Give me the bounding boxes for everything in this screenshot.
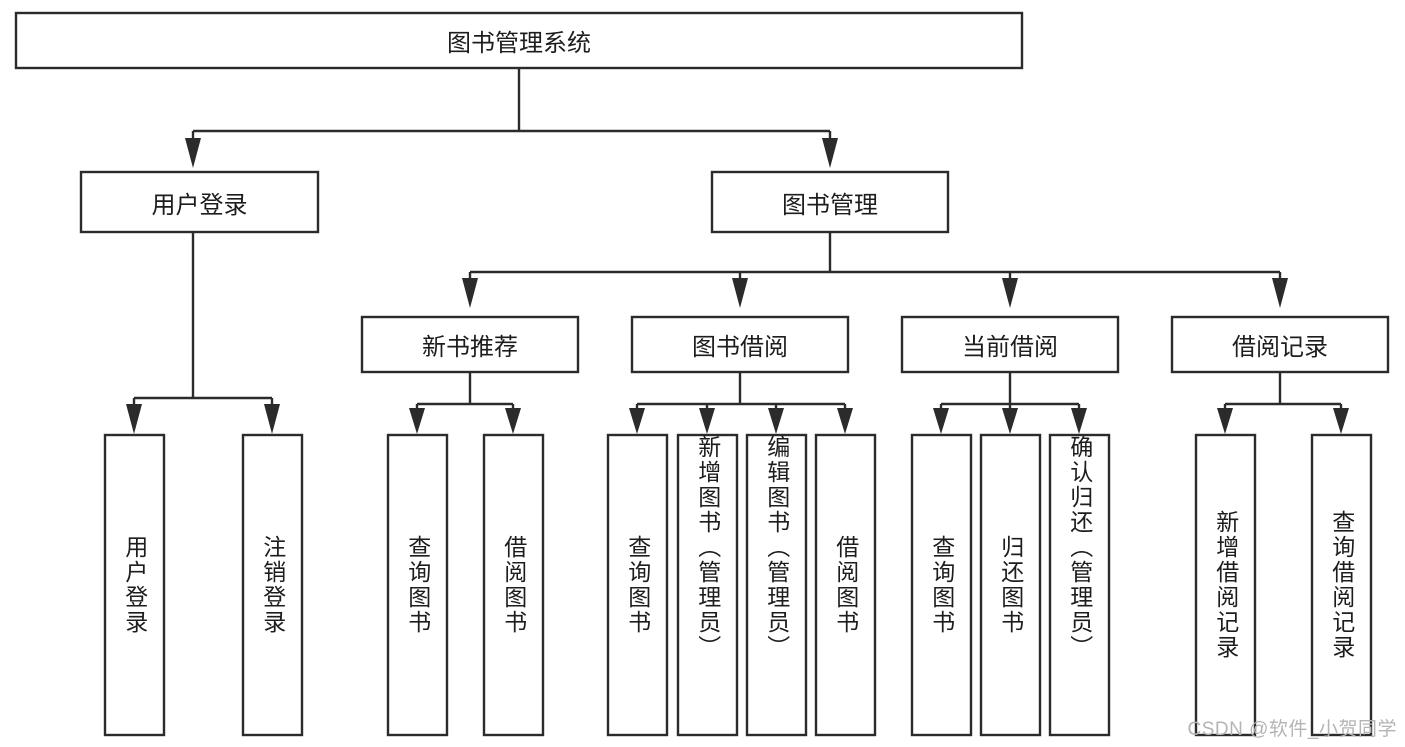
arrow-to-current-borrow — [1002, 278, 1018, 308]
arrow-to-new-book-recommend — [462, 278, 478, 308]
connector-group-borrow-record — [1217, 372, 1349, 434]
node-box-leaf-borrow-book-b[interactable] — [814, 433, 877, 737]
arrow-to-leaf-add-record — [1217, 408, 1233, 434]
node-box-leaf-query-book-b[interactable] — [606, 433, 669, 737]
node-box-leaf-query-book-c[interactable] — [910, 433, 973, 737]
connector-group-book-mgmt — [462, 232, 1288, 308]
arrow-root-to-user-login — [185, 138, 201, 168]
arrow-to-borrow-record — [1272, 278, 1288, 308]
arrow-to-leaf-add-book — [699, 408, 715, 434]
node-box-leaf-add-book[interactable] — [676, 433, 739, 737]
connector-group-user-login — [126, 232, 280, 434]
arrow-to-leaf-confirm-return — [1071, 408, 1087, 434]
arrow-to-leaf-logout — [264, 404, 280, 434]
node-box-new-book-recommend[interactable] — [360, 315, 580, 374]
watermark-text: CSDN @软件_小贺同学 — [1187, 719, 1397, 740]
node-box-leaf-return-book[interactable] — [979, 433, 1042, 737]
node-box-borrow-record[interactable] — [1170, 315, 1390, 374]
connector-group-root — [185, 68, 838, 168]
arrow-root-to-book-mgmt — [822, 138, 838, 168]
arrow-to-leaf-borrow-book-a — [505, 408, 521, 434]
node-box-leaf-confirm-return[interactable] — [1048, 433, 1111, 737]
node-box-leaf-edit-book[interactable] — [745, 433, 808, 737]
node-box-root[interactable] — [14, 11, 1024, 70]
arrow-to-leaf-query-book-b — [629, 408, 645, 434]
arrow-to-leaf-edit-book — [768, 408, 784, 434]
connector-group-new-book-recommend — [409, 372, 521, 434]
node-box-leaf-query-record[interactable] — [1310, 433, 1373, 737]
node-box-leaf-logout[interactable] — [241, 433, 304, 737]
node-box-leaf-user-login[interactable] — [103, 433, 166, 737]
arrow-to-leaf-return-book — [1002, 408, 1018, 434]
node-box-current-borrow[interactable] — [900, 315, 1120, 374]
arrow-to-leaf-query-book-a — [409, 408, 425, 434]
node-box-book-management[interactable] — [710, 170, 950, 234]
arrow-to-book-borrow — [732, 278, 748, 308]
node-box-leaf-add-record[interactable] — [1194, 433, 1257, 737]
arrow-to-leaf-query-book-c — [933, 408, 949, 434]
node-box-leaf-borrow-book-a[interactable] — [482, 433, 545, 737]
arrow-to-leaf-borrow-book-b — [837, 408, 853, 434]
connector-group-book-borrow — [629, 372, 853, 434]
node-box-user-login[interactable] — [79, 170, 320, 234]
node-box-book-borrow[interactable] — [630, 315, 850, 374]
node-box-leaf-query-book-a[interactable] — [386, 433, 449, 737]
connector-group-current-borrow — [933, 372, 1087, 434]
arrow-to-leaf-query-record — [1333, 408, 1349, 434]
arrow-to-leaf-user-login — [126, 404, 142, 434]
